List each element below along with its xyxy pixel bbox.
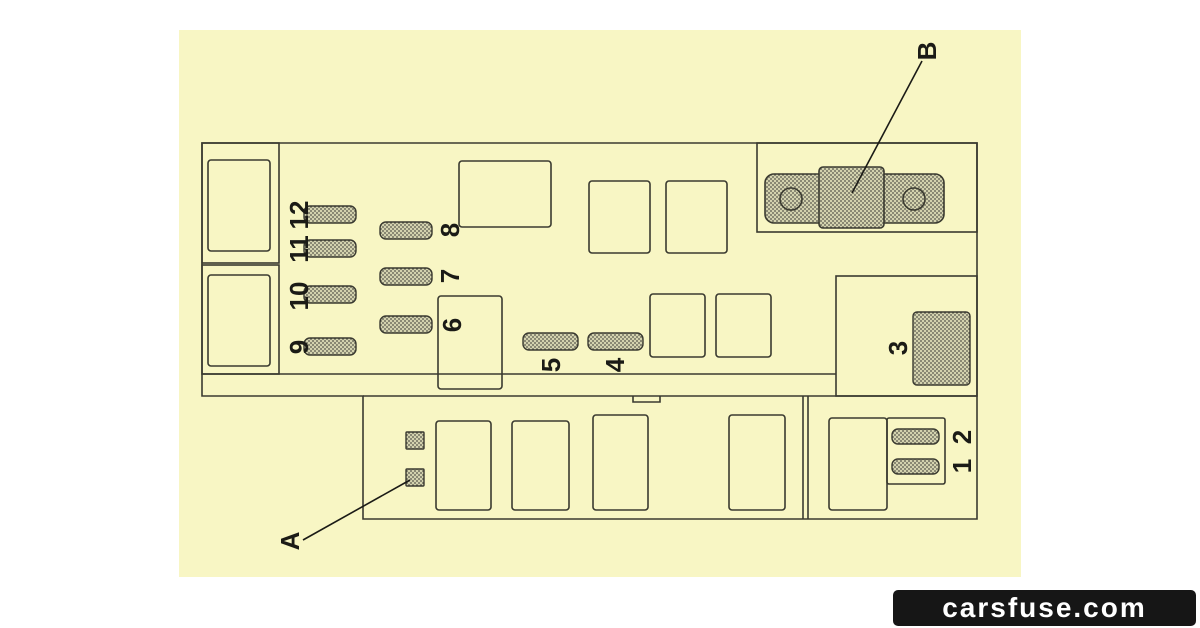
fuse-label-7: 7 [435,269,465,283]
component-a-upper [405,431,425,450]
watermark-badge: carsfuse.com [893,590,1196,626]
fuse-label-1: 1 [947,459,977,473]
fuse-12 [303,205,357,224]
fuse-label-2: 2 [947,430,977,444]
main-fuse-b [764,166,945,229]
fuse-label-12: 12 [284,201,314,230]
component-a-lower [405,468,425,487]
callout-b-label: B [912,42,942,61]
relay-mid-1 [649,293,706,358]
fuse-3-housing [835,275,978,397]
relay-left-lower [207,274,271,367]
fuse-4 [587,332,644,351]
relay-bottom-1 [435,420,492,511]
fuse-label-11: 11 [284,235,314,263]
relay-top-large [458,160,552,228]
main-fuse-center [818,166,885,229]
divider-notch [632,396,661,403]
relay-top-1 [588,180,651,254]
fuse-6 [379,315,433,334]
fuse-11 [303,239,357,258]
fuse-label-5: 5 [536,358,566,372]
fuse-2 [891,428,940,445]
fuse-3 [912,311,971,386]
relay-bottom-3 [592,414,649,511]
fuse-label-10: 10 [284,282,314,311]
callout-b-leader [851,60,923,194]
fuse-9 [303,337,357,356]
relay-left-upper [207,159,271,252]
fuse-label-3: 3 [883,341,913,355]
main-fuse-bolt-left [779,187,803,211]
relay-6-housing [437,295,503,390]
main-fuse-bolt-right [902,187,926,211]
fuse-label-9: 9 [284,340,314,354]
relay-mid-2 [715,293,772,358]
fuse-label-6: 6 [437,318,467,332]
fuse-label-8: 8 [435,223,465,237]
fuse-1-2-holder [886,417,946,485]
relay-top-2 [665,180,728,254]
left-block-upper [201,142,280,264]
callout-a-leader [302,479,411,541]
fuse-10 [303,285,357,304]
left-block-lower [201,264,280,375]
relay-bottom-4 [728,414,786,511]
fuse-5 [522,332,579,351]
fuse-8 [379,221,433,240]
main-fuse-housing [756,142,978,233]
relay-bottom-2 [511,420,570,511]
fuse-1 [891,458,940,475]
fuse-label-4: 4 [600,357,630,372]
fuse-7 [379,267,433,286]
callout-a-label: A [275,531,305,550]
